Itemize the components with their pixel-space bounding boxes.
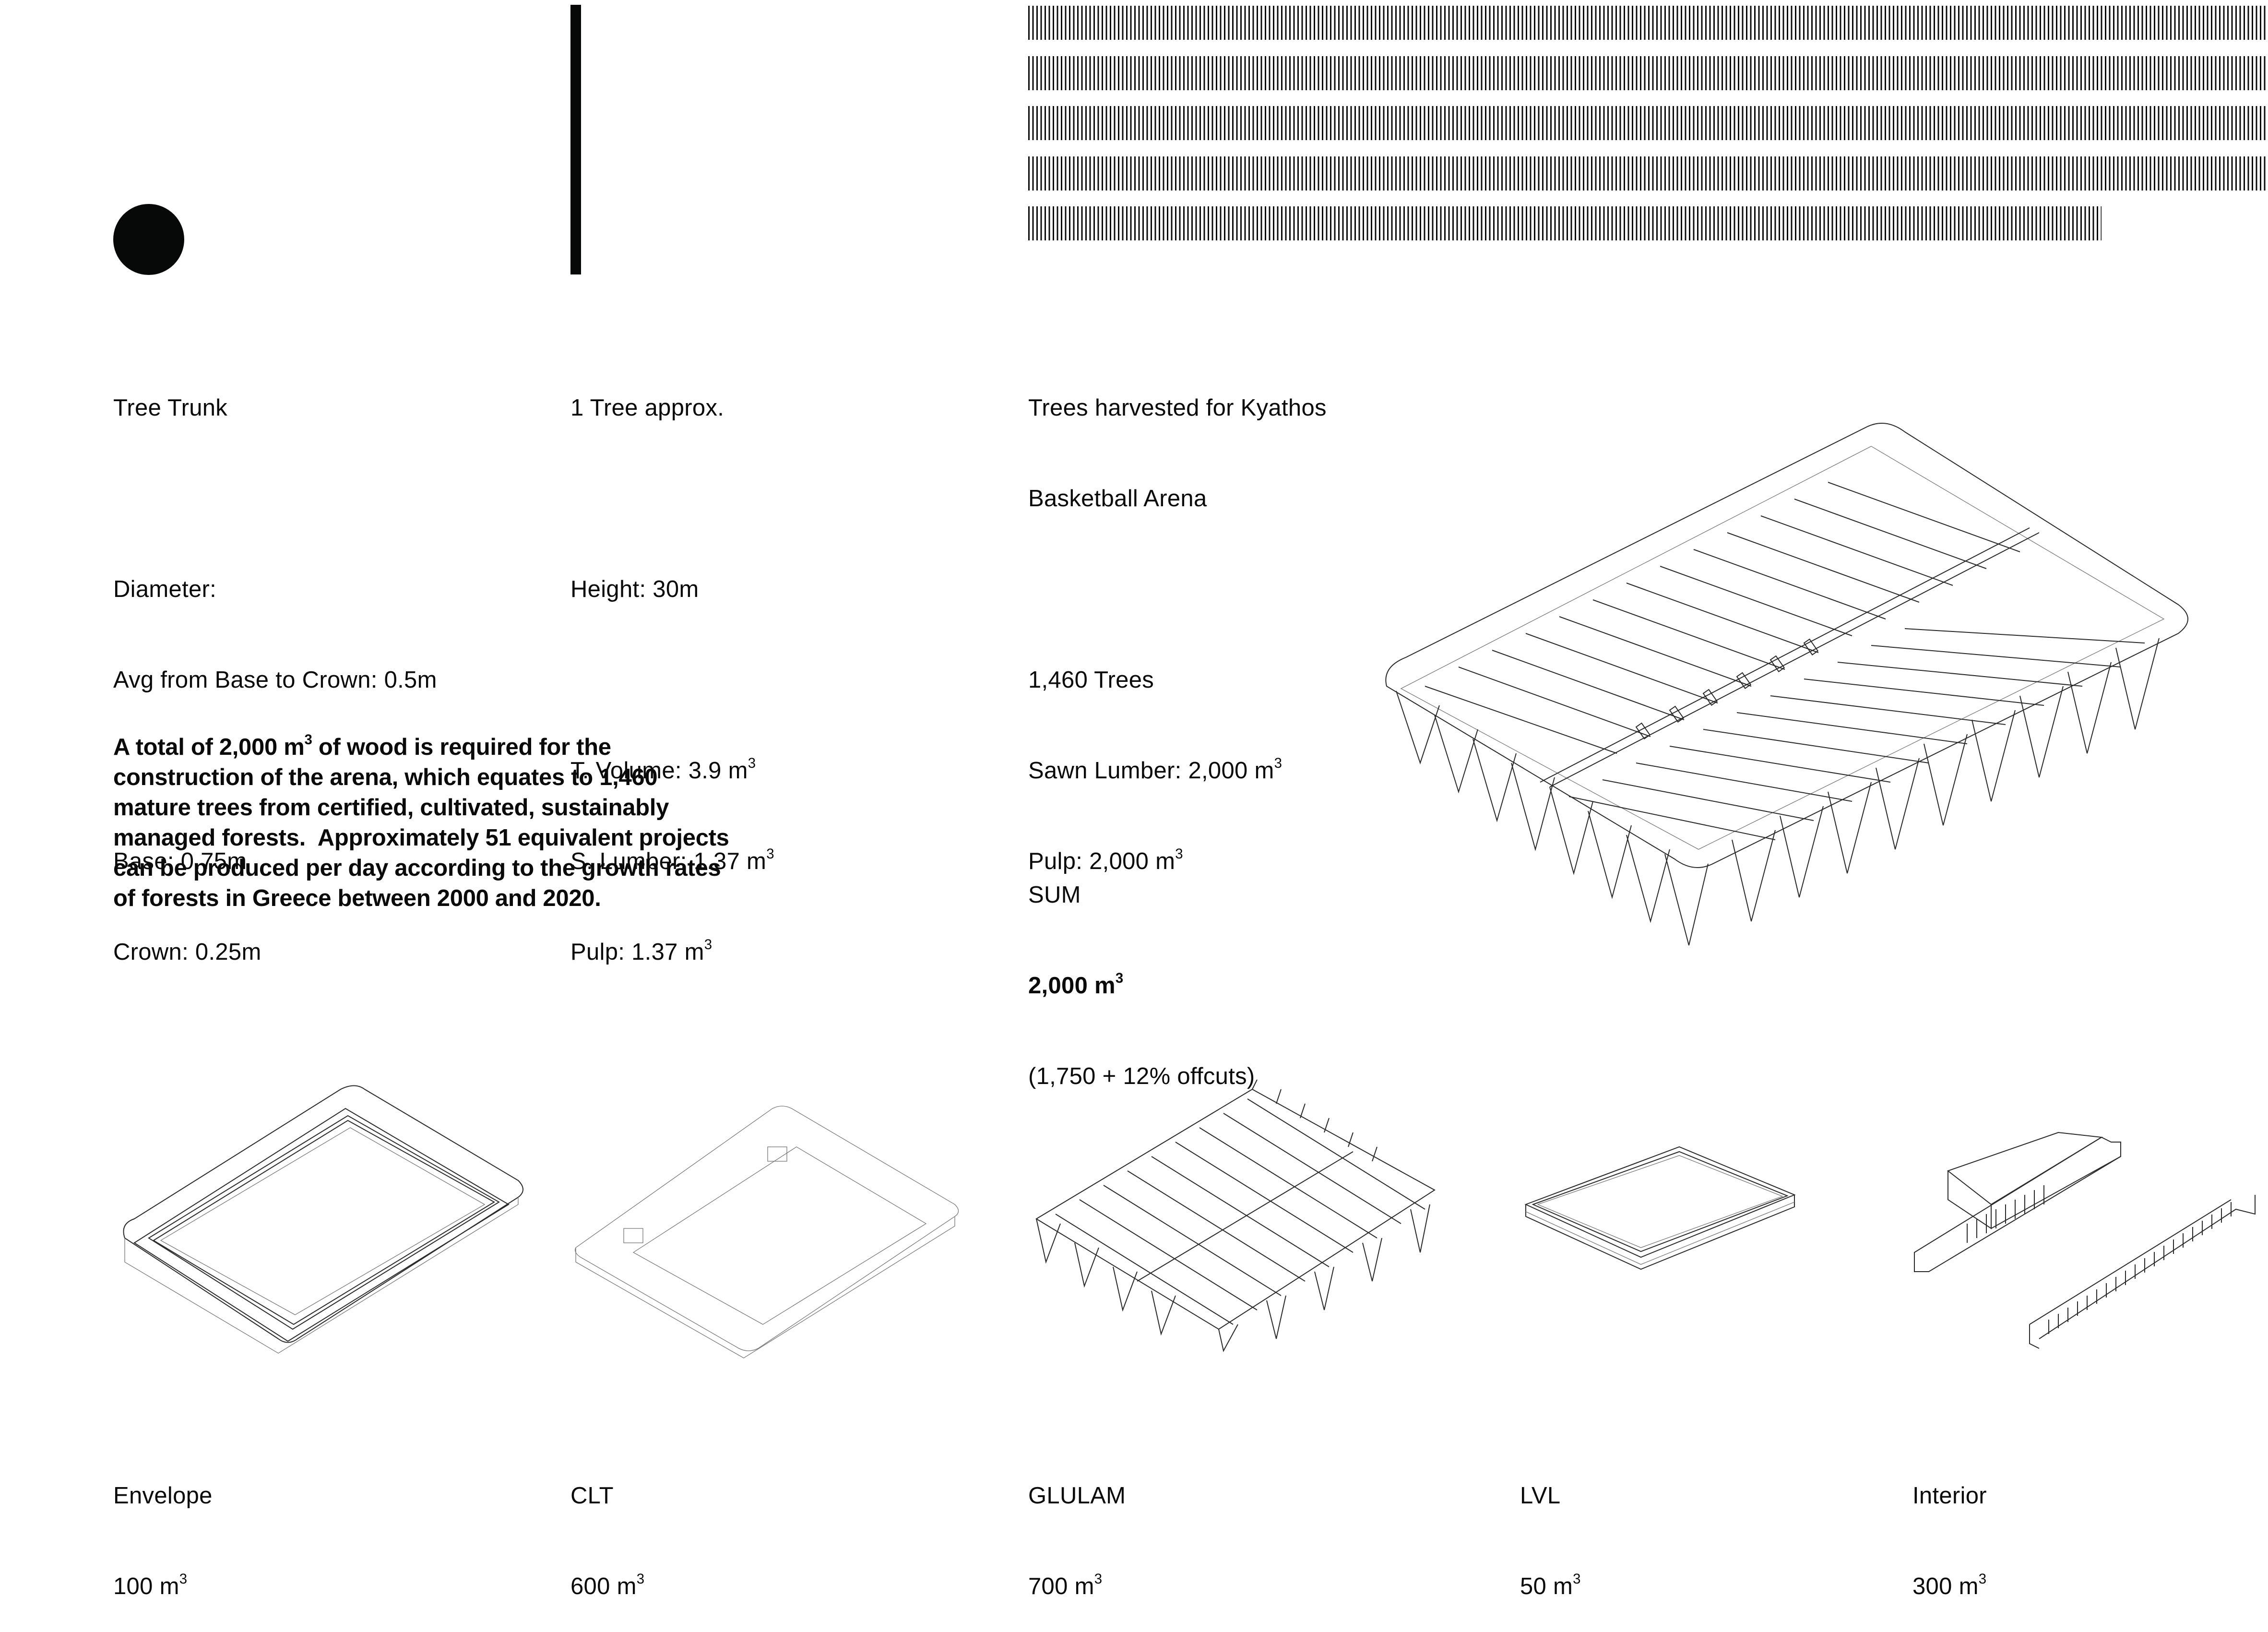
tree-height: Height: 30m <box>570 576 699 602</box>
trunk-title: Tree Trunk <box>113 395 228 421</box>
trunk-diameter-avg: Avg from Base to Crown: 0.5m <box>113 667 437 693</box>
tree-sawn-lumber: S. Lumber: 1.37 m3 <box>570 846 774 874</box>
tree-count-bar-row-2 <box>1028 56 2268 90</box>
spacer <box>570 665 774 695</box>
tree-count-bar-row-5 <box>1028 206 2102 240</box>
tree-height-bar-icon <box>570 5 581 274</box>
component-name: LVL <box>1520 1483 1561 1509</box>
harvest-info-block: Trees harvested for Kyathos Basketball A… <box>1028 333 1327 907</box>
component-volume: 100 m3 <box>113 1571 188 1599</box>
component-name: GLULAM <box>1028 1483 1126 1509</box>
sum-value: 2,000 m3 <box>1028 970 1124 999</box>
harvest-tree-count: 1,460 Trees <box>1028 667 1154 693</box>
sum-block: SUM 2,000 m3 (1,750 + 12% offcuts) <box>1028 820 1255 1122</box>
component-name: Envelope <box>113 1483 213 1509</box>
interior-drawing <box>1914 1132 2256 1349</box>
arena-axonometric-drawing <box>1385 423 2188 946</box>
component-envelope: Envelope 100 m3 <box>113 1420 213 1632</box>
tree-total-volume: T. Volume: 3.9 m3 <box>570 755 756 784</box>
harvest-sawn-lumber: Sawn Lumber: 2,000 m3 <box>1028 755 1282 784</box>
component-glulam: GLULAM 700 m3 <box>1028 1420 1126 1632</box>
tree-info-block: 1 Tree approx. Height: 30m T. Volume: 3.… <box>570 333 774 998</box>
component-volume: 600 m3 <box>570 1571 645 1599</box>
component-name: CLT <box>570 1483 614 1509</box>
tree-count-bar-row-1 <box>1028 6 2268 40</box>
harvest-pulp: Pulp: 2,000 m3 <box>1028 846 1183 874</box>
component-interior: Interior 300 m3 <box>1912 1420 1987 1632</box>
tree-title: 1 Tree approx. <box>570 395 724 421</box>
component-lvl: LVL 50 m3 <box>1520 1420 1581 1632</box>
tree-pulp: Pulp: 1.37 m3 <box>570 936 712 965</box>
spacer <box>1028 574 1327 605</box>
glulam-drawing <box>1035 1079 1436 1352</box>
summary-paragraph: A total of 2,000 m3 of wood is required … <box>113 731 729 911</box>
component-volume: 50 m3 <box>1520 1571 1581 1599</box>
harvest-title-line-2: Basketball Arena <box>1028 486 1207 512</box>
tree-count-bar-row-4 <box>1028 156 2268 191</box>
spacer <box>113 484 437 514</box>
component-name: Interior <box>1912 1483 1987 1509</box>
sum-label: SUM <box>1028 882 1081 908</box>
component-volume: 300 m3 <box>1912 1571 1987 1599</box>
clt-drawing <box>575 1106 959 1358</box>
component-clt: CLT 600 m3 <box>570 1420 644 1632</box>
tree-count-bar-row-3 <box>1028 106 2268 140</box>
lvl-drawing <box>1524 1146 1796 1270</box>
tree-trunk-section-icon <box>113 204 184 275</box>
trunk-diameter-label: Diameter: <box>113 576 217 602</box>
sum-breakdown: (1,750 + 12% offcuts) <box>1028 1063 1255 1089</box>
envelope-drawing <box>123 1085 523 1354</box>
trunk-info-block: Tree Trunk Diameter: Avg from Base to Cr… <box>113 333 437 998</box>
trunk-crown: Crown: 0.25m <box>113 939 261 965</box>
harvest-title-line-1: Trees harvested for Kyathos <box>1028 395 1327 421</box>
component-volume: 700 m3 <box>1028 1571 1103 1599</box>
trunk-base: Base: 0.75m <box>113 848 247 874</box>
spacer <box>570 484 774 514</box>
